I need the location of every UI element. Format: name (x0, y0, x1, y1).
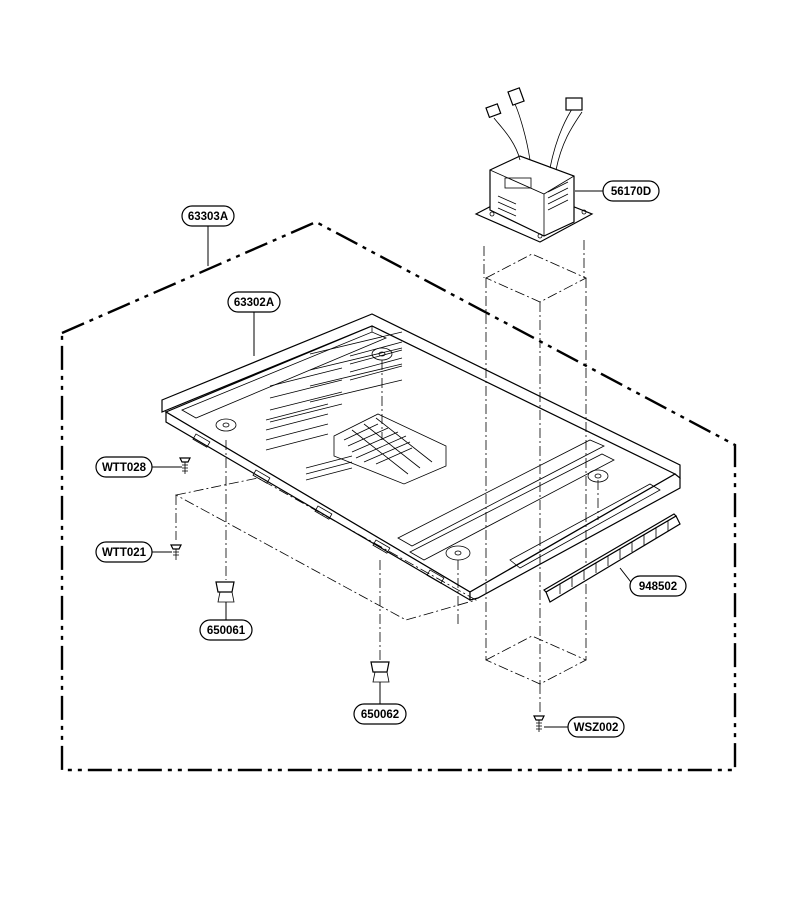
callout-650061-text: 650061 (207, 625, 246, 637)
callout-650062-text: 650062 (361, 709, 399, 721)
callout-63302A: 63302A (227, 291, 281, 313)
callout-WTT021: WTT021 (95, 541, 153, 563)
callout-63303A-text: 63303A (188, 211, 228, 223)
screw-wtt028 (179, 457, 191, 474)
callout-WSZ002-text: WSZ002 (574, 722, 619, 734)
foot-650062 (370, 661, 390, 683)
callout-WTT028: WTT028 (95, 456, 153, 478)
screw-wsz002 (533, 715, 545, 732)
callout-948502-text: 948502 (639, 581, 677, 593)
callout-WSZ002: WSZ002 (567, 716, 625, 738)
assembly-boundary (60, 220, 737, 772)
gasket-strip (543, 513, 681, 603)
vent-slots (265, 331, 403, 481)
perforated-grille (333, 413, 447, 485)
callout-650062: 650062 (353, 703, 407, 725)
callout-56170D: 56170D (602, 180, 660, 202)
foot-650061 (215, 581, 235, 603)
callout-948502: 948502 (629, 575, 687, 597)
callout-63303A: 63303A (181, 205, 235, 227)
callout-WTT021-text: WTT021 (102, 547, 147, 559)
base-plate (161, 313, 681, 602)
callout-WTT028-text: WTT028 (102, 462, 147, 474)
transformer-projection (483, 240, 587, 712)
callout-56170D-text: 56170D (611, 186, 651, 198)
callout-63302A-text: 63302A (234, 297, 274, 309)
projection-lines (174, 360, 599, 660)
callout-650061: 650061 (199, 619, 253, 641)
transformer (474, 87, 594, 243)
screw-wtt021 (170, 544, 182, 560)
